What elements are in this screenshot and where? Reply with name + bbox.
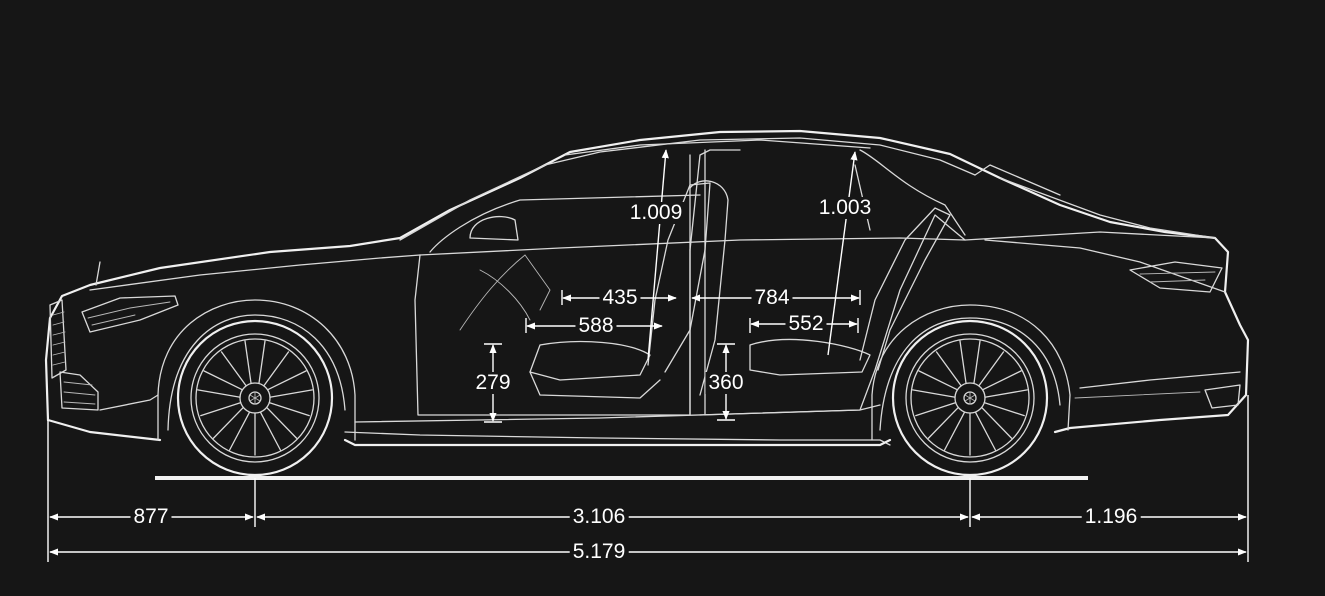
rear-wheel (891, 319, 1049, 477)
front-wheel (176, 319, 334, 477)
front-overhang-label: 877 (130, 506, 172, 528)
length-dimensions (49, 513, 1247, 556)
rear-headroom-label: 1.003 (815, 197, 875, 219)
front-headroom-label: 1.009 (626, 202, 686, 224)
rear-seat-depth-lower-label: 552 (785, 313, 827, 335)
seats (459, 180, 951, 399)
front-headroom-line (647, 149, 669, 361)
car-body (44, 129, 1250, 447)
overall-length-label: 5.179 (569, 541, 629, 563)
rear-overhang-label: 1.196 (1081, 506, 1141, 528)
front-seat-depth-lower-label: 588 (575, 315, 617, 337)
seat-height-dimensions (484, 343, 735, 423)
rear-legroom-upper-label: 784 (751, 287, 793, 309)
front-seat-depth-upper-label: 435 (599, 287, 641, 309)
front-seat-height-label: 279 (472, 372, 514, 394)
wheelbase-label: 3.106 (569, 506, 629, 528)
rear-seat-height-label: 360 (705, 372, 747, 394)
extension-lines (47, 395, 1249, 562)
